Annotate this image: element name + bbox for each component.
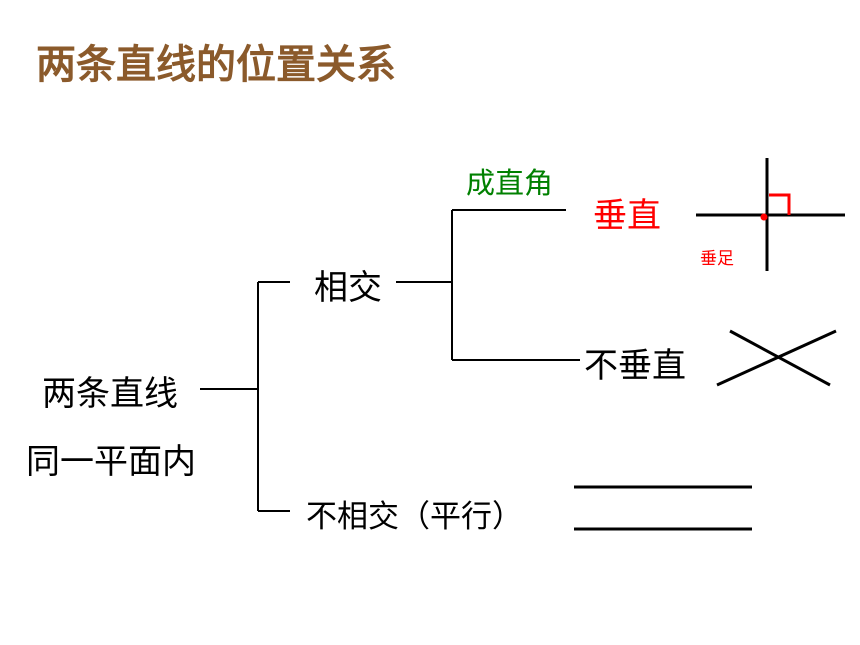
not-perpendicular-label: 不垂直: [584, 346, 686, 386]
root-label-same-plane: 同一平面内: [26, 442, 196, 482]
foot-of-perpendicular-label: 垂足: [700, 249, 734, 269]
right-angle-note: 成直角: [466, 166, 554, 200]
parallel-lines-icon: [574, 485, 752, 531]
perpendicular-label: 垂直: [593, 196, 661, 236]
root-label-two-lines: 两条直线: [42, 374, 178, 414]
page-title: 两条直线的位置关系: [36, 42, 396, 88]
intersect-label: 相交: [314, 268, 382, 308]
perpendicular-lines-icon: [696, 158, 845, 271]
parallel-label: 不相交（平行）: [306, 499, 523, 535]
intersecting-lines-icon: [716, 329, 837, 387]
